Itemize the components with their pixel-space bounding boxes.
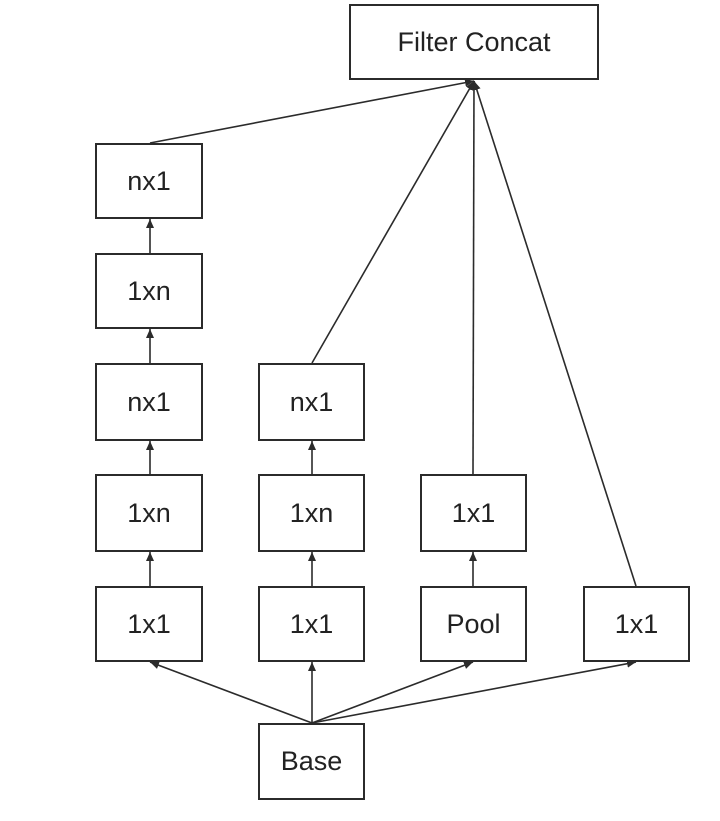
- branch3-1x1-node: 1x1: [420, 474, 527, 552]
- branch3-pool-node: Pool: [420, 586, 527, 662]
- base-node: Base: [258, 723, 365, 800]
- branch2-1x1-node: 1x1: [258, 586, 365, 662]
- branch1-1x1-node: 1x1: [95, 586, 203, 662]
- edge-b3-to-concat: [469, 80, 478, 475]
- branch2-nx1-node: nx1: [258, 363, 365, 441]
- branch4-1x1-node: 1x1: [583, 586, 690, 662]
- branch1-nx1-mid-node: nx1: [95, 363, 203, 441]
- edge-b2-to-concat: [311, 80, 475, 364]
- branch1-1xn-top-node: 1xn: [95, 253, 203, 329]
- edge-b1-to-concat: [149, 78, 475, 144]
- edge-base-to-pool: [311, 661, 474, 724]
- edge-b4-to-concat: [472, 80, 637, 587]
- branch1-1xn-low-node: 1xn: [95, 474, 203, 552]
- edge-base-to-b4-1x1: [311, 659, 637, 724]
- filter-concat-node: Filter Concat: [349, 4, 599, 80]
- branch2-1xn-node: 1xn: [258, 474, 365, 552]
- branch1-nx1-top-node: nx1: [95, 143, 203, 219]
- edge-base-to-b1-1x1: [149, 661, 313, 724]
